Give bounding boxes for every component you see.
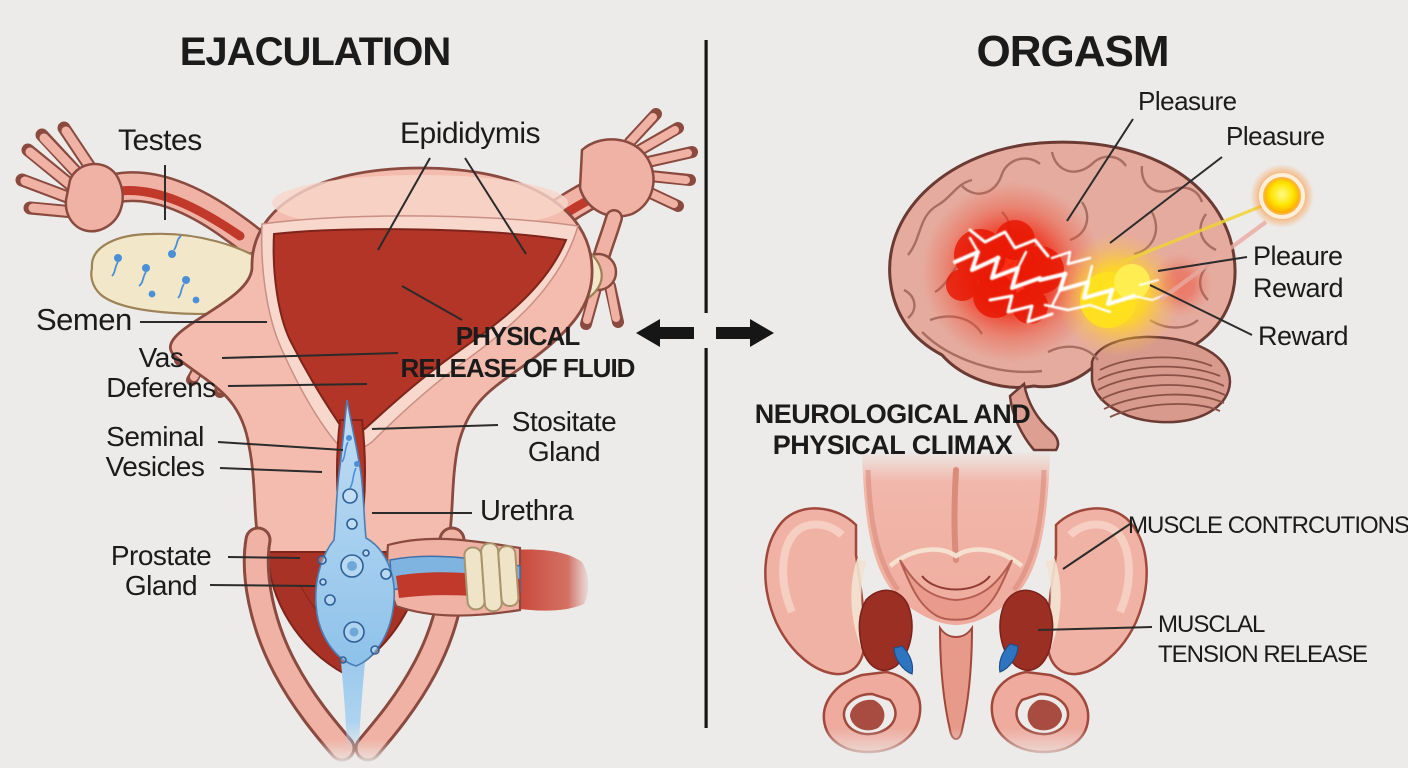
vesicles-leader-line <box>219 467 323 473</box>
label-epididymis: Epididymis <box>400 117 541 150</box>
male-reproductive-illustration <box>15 108 698 762</box>
label-urethra: Urethra <box>480 495 574 527</box>
outlet-tube <box>386 537 589 617</box>
physical-release-leader-line <box>401 285 463 321</box>
tension-release-leader-line <box>1037 626 1153 631</box>
left-panel-title: EJACULATION <box>179 30 451 74</box>
label-stositate-gland: Stositate Gland <box>511 406 617 467</box>
reward-leader-line <box>1149 284 1253 336</box>
left-iliac-wing <box>764 507 866 676</box>
epididymis-leader-line-1 <box>377 157 431 251</box>
pleasure-1-leader-line <box>1066 118 1134 222</box>
label-seminal-vesicles: Seminal Vesicles <box>105 421 205 482</box>
caption-physical-release: PHYSICAL RELEASE OF FLUID <box>400 321 636 383</box>
label-testes: Testes <box>118 124 202 157</box>
center-divider <box>636 40 774 728</box>
lightning-streaks <box>953 228 1169 324</box>
deferens-leader-line <box>227 383 368 387</box>
brain-illustration <box>888 140 1314 452</box>
prostate-leader-line <box>227 556 301 559</box>
fluid-channel <box>314 399 395 748</box>
prostate-gland-leader-line <box>209 584 316 587</box>
left-arrow-icon <box>636 319 694 347</box>
label-pleasure-2: Pleasure <box>1226 121 1325 151</box>
brain-glows <box>922 182 1212 362</box>
pleasure-2-leader-line <box>1109 156 1223 244</box>
pleasure-reward-leader-line <box>1157 256 1248 272</box>
label-muscle-contractions: MUSCLE CONTRCUTIONS <box>1128 512 1408 539</box>
label-pleasure-1: Pleasure <box>1138 86 1237 116</box>
fluid-bubbles <box>317 435 392 664</box>
label-prostate-gland: Prostate Gland <box>110 540 212 601</box>
muscle-contractions-leader-line <box>1062 523 1131 570</box>
label-vas-deferens: Vas Deferens <box>106 342 216 403</box>
leader-lines <box>140 118 1253 631</box>
right-panel-title: ORGASM <box>976 27 1170 76</box>
label-muscular-tension-release: MUSCLAL TENSION RELEASE <box>1158 611 1368 668</box>
stositate-leader-line <box>371 424 499 430</box>
vertical-divider-bottom <box>704 348 708 728</box>
epididymis-leader-line-2 <box>464 157 527 255</box>
label-reward: Reward <box>1258 321 1349 351</box>
vertical-divider-top <box>704 40 708 313</box>
caption-neurological-climax: NEUROLOGICAL AND PHYSICAL CLIMAX <box>754 399 1031 460</box>
brainstem <box>1008 381 1060 452</box>
cerebellum-stripes <box>1097 356 1226 418</box>
right-arrow-icon <box>716 319 774 347</box>
label-pleasure-reward: Pleaure Reward <box>1253 241 1344 303</box>
seminal-leader-line <box>217 441 344 451</box>
pelvis-illustration <box>220 452 1200 768</box>
label-semen: Semen <box>36 302 132 337</box>
sperm-cells <box>111 235 200 304</box>
energy-orb <box>1121 164 1314 302</box>
vas-leader-line <box>221 352 399 359</box>
